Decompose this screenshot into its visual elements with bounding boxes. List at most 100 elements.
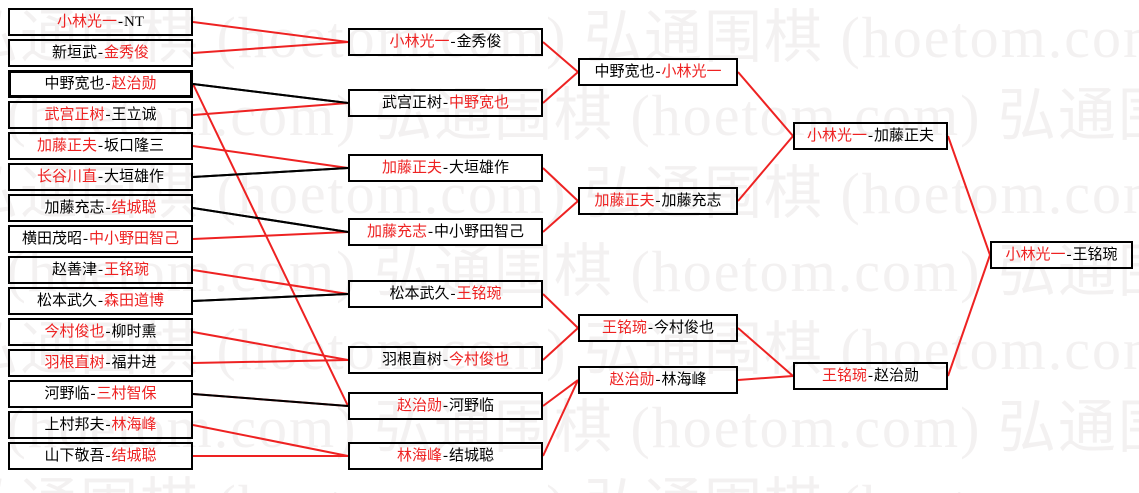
player-right: 王立诚 [111,106,157,123]
player-left: 今村俊也 [44,323,105,340]
versus-separator: - [105,416,111,433]
connector-line [542,71,579,104]
player-left: 赵治勋 [609,371,655,388]
versus-separator: - [98,261,103,278]
match-node[interactable]: 中野宽也-小林光一 [578,58,738,86]
connector-line [542,379,579,407]
match-node[interactable]: 小林光一-金秀俊 [348,28,543,56]
match-node[interactable]: 长谷川直-大垣雄作 [8,163,193,191]
match-node[interactable]: 赵治勋-林海峰 [578,366,738,394]
versus-separator: - [655,371,661,388]
versus-separator: - [443,351,448,368]
player-right: 今村俊也 [449,351,510,368]
connector-line [542,327,579,361]
match-node[interactable]: 小林光一-王铭琬 [990,241,1133,269]
connector-line [192,207,349,233]
player-left: 中野宽也 [594,63,655,80]
connector-line [737,71,794,137]
player-left: 河野临 [44,385,90,402]
match-node[interactable]: 加藤充志-结城聪 [8,194,193,222]
connector-line [542,293,579,329]
player-right: 王铭琬 [104,261,150,278]
player-right: 林海峰 [661,371,707,388]
player-left: 羽根直树 [381,351,442,368]
player-right: 福井进 [111,354,157,371]
player-right: 加藤充志 [661,192,722,209]
versus-separator: - [868,367,873,384]
connector-line [192,231,349,240]
player-left: 小林光一 [1005,246,1066,263]
player-right: 柳时熏 [111,323,157,340]
match-node[interactable]: 王铭琬-今村俊也 [578,314,738,342]
match-node[interactable]: 武宫正树-中野宽也 [348,89,543,117]
match-node[interactable]: 中野宽也-赵治勋 [8,70,193,98]
player-left: 王铭琬 [601,319,647,336]
versus-separator: - [118,13,123,30]
player-right: 今村俊也 [654,319,715,336]
player-left: 长谷川直 [36,168,97,185]
versus-separator: - [1066,246,1072,263]
match-node[interactable]: 松本武久-王铭琬 [348,280,543,308]
match-node[interactable]: 山下敬吾-结城聪 [8,442,193,470]
versus-separator: - [98,44,103,61]
connector-line [192,102,349,116]
match-node[interactable]: 加藤充志-中小野田智己 [348,218,543,246]
connector-line [542,379,579,457]
player-right: 金秀俊 [456,33,502,50]
versus-separator: - [105,447,111,464]
versus-separator: - [98,137,103,154]
player-right: 河野临 [449,397,495,414]
player-left: 山下敬吾 [44,447,105,464]
match-node[interactable]: 羽根直树-今村俊也 [348,346,543,374]
match-node[interactable]: 小林光一-加藤正夫 [793,122,948,150]
match-node[interactable]: 河野临-三村智保 [8,380,193,408]
match-node[interactable]: 加藤正夫-坂口隆三 [8,132,193,160]
versus-separator: - [648,319,653,336]
player-left: 赵治勋 [396,397,442,414]
match-node[interactable]: 新垣武-金秀俊 [8,39,193,67]
connector-line [192,145,349,169]
connector-line [192,359,349,364]
match-node[interactable]: 武宫正树-王立诚 [8,101,193,129]
player-left: 武宫正树 [44,106,105,123]
versus-separator: - [98,168,103,185]
match-node[interactable]: 加藤正夫-加藤充志 [578,187,738,215]
versus-separator: - [83,230,88,247]
player-left: 横田茂昭 [21,230,82,247]
match-node[interactable]: 小林光一-NT [8,8,193,36]
player-left: 中野宽也 [44,75,105,92]
match-node[interactable]: 松本武久-森田道博 [8,287,193,315]
player-right: 赵治勋 [111,75,157,92]
versus-separator: - [98,292,103,309]
match-node[interactable]: 今村俊也-柳时熏 [8,318,193,346]
player-right: 林海峰 [111,416,157,433]
match-node[interactable]: 赵治勋-河野临 [348,392,543,420]
player-right: 结城聪 [111,447,157,464]
connector-line [542,167,579,202]
match-node[interactable]: 加藤正夫-大垣雄作 [348,154,543,182]
match-node[interactable]: 上村邦夫-林海峰 [8,411,193,439]
match-node[interactable]: 横田茂昭-中小野田智己 [8,225,193,253]
match-node[interactable]: 林海峰-结城聪 [348,442,543,470]
connector-line [192,269,349,295]
connector-line [542,41,579,73]
match-node[interactable]: 赵善津-王铭琬 [8,256,193,284]
player-right: 大垣雄作 [449,159,510,176]
player-right: 赵治勋 [874,367,920,384]
match-node[interactable]: 王铭琬-赵治勋 [793,362,948,390]
match-node[interactable]: 羽根直树-福井进 [8,349,193,377]
player-left: 新垣武 [51,44,97,61]
player-right: 坂口隆三 [104,137,165,154]
player-right: 大垣雄作 [104,168,165,185]
player-left: 加藤充志 [44,199,105,216]
connector-line [542,200,579,233]
connector-line [737,135,794,202]
player-right: 结城聪 [111,199,157,216]
versus-separator: - [655,63,661,80]
player-right: 中小野田智己 [89,230,180,247]
player-right: 王铭琬 [456,285,502,302]
player-left: 松本武久 [389,285,450,302]
player-left: 羽根直树 [44,354,105,371]
connector-line [192,167,349,178]
connector-line [192,41,349,54]
